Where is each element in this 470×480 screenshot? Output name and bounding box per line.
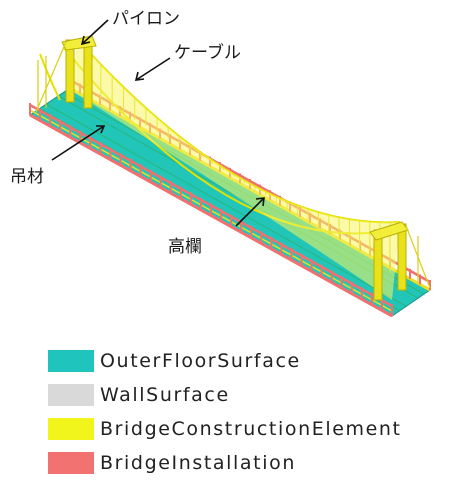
legend-swatch — [48, 384, 94, 406]
legend-item: BridgeInstallation — [48, 446, 402, 480]
legend-label: OuterFloorSurface — [100, 350, 301, 372]
label-pylon: パイロン — [112, 9, 180, 29]
legend-label: BridgeInstallation — [100, 452, 296, 474]
right-pylon — [369, 221, 409, 301]
legend-swatch — [48, 418, 94, 440]
legend-item: OuterFloorSurface — [48, 344, 402, 378]
legend-swatch — [48, 452, 94, 474]
legend-label: BridgeConstructionElement — [100, 418, 402, 440]
legend-label: WallSurface — [100, 384, 230, 406]
legend-swatch — [48, 350, 94, 372]
bridge-diagram — [29, 19, 431, 318]
callout-arrows — [51, 19, 265, 227]
cable-plane — [70, 40, 400, 300]
legend-item: BridgeConstructionElement — [48, 412, 402, 446]
label-hanger: 吊材 — [10, 167, 44, 187]
label-cable: ケーブル — [174, 43, 241, 63]
label-railing: 高欄 — [168, 237, 202, 257]
end-stays — [35, 41, 431, 289]
legend-item: WallSurface — [48, 378, 402, 412]
legend: OuterFloorSurface WallSurface BridgeCons… — [48, 344, 402, 480]
